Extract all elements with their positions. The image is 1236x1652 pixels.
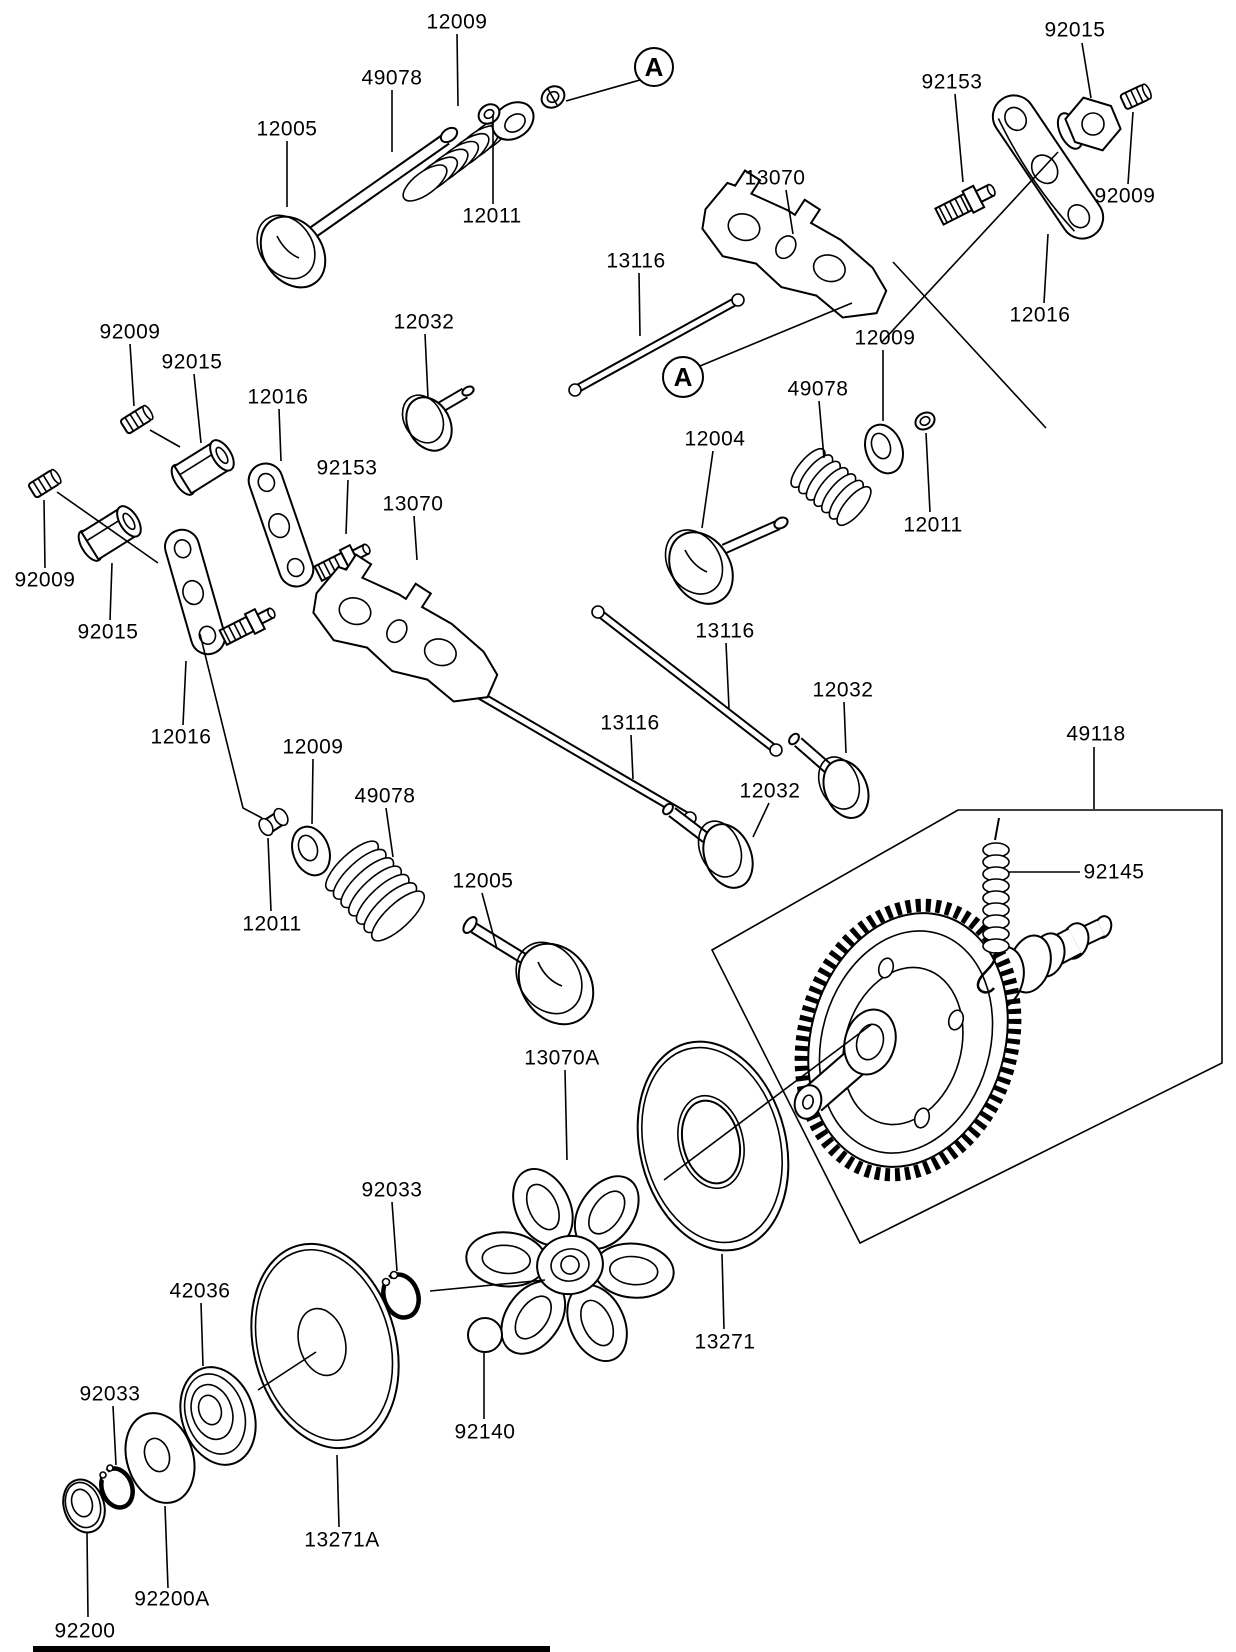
callout-12016-tr: 12016: [1009, 303, 1071, 327]
valve-collet-top: [477, 103, 501, 125]
detail-marker-a1-label: A: [645, 52, 664, 82]
governor-spring: [976, 817, 1010, 994]
callout-12011-right: 12011: [903, 513, 963, 537]
flat-washer-small: [62, 1478, 106, 1534]
callout-92009-l1: 92009: [99, 320, 161, 344]
rocker-arm-top-right: [991, 94, 1105, 240]
exhaust-valve-top: [256, 126, 459, 289]
callout-12032-top: 12032: [393, 310, 455, 334]
cam-gear: [793, 898, 1022, 1182]
callout-13116-top: 13116: [606, 249, 666, 273]
drive-disc: [250, 1242, 400, 1450]
set-screw-left-2: [28, 468, 62, 499]
valve-collet-right: [914, 411, 936, 431]
set-screw-left-1: [120, 404, 154, 435]
callout-12004-intake: 12004: [684, 427, 746, 451]
callout-49078-exh-top: 49078: [361, 66, 423, 90]
callout-12005-ll: 12005: [452, 869, 514, 893]
callout-12005-exh-top: 12005: [256, 117, 318, 141]
exhaust-valve-lower: [462, 916, 595, 1026]
callout-49078-right: 49078: [787, 377, 849, 401]
callout-12032-mid-a: 12032: [812, 678, 874, 702]
rocker-arm-left-1: [247, 462, 315, 588]
tappet-top: [401, 385, 475, 452]
pivot-nut-left-1: [170, 439, 235, 496]
snap-ring-lower: [97, 1464, 135, 1510]
tappet-lower: [662, 802, 754, 889]
pivot-nut-left-2: [77, 505, 142, 562]
callout-12011-ll: 12011: [242, 912, 302, 936]
steel-ball: [467, 1317, 503, 1353]
callout-12009-right: 12009: [854, 326, 916, 350]
collet-detail-part: [540, 85, 566, 109]
spring-seat-cup: [179, 1366, 257, 1466]
spring-retainer-lower: [291, 825, 331, 877]
push-rod-middle: [591, 605, 783, 757]
valve-spring-lower: [325, 840, 425, 942]
callout-92033-b: 92033: [79, 1382, 141, 1406]
callout-13070-top: 13070: [744, 166, 806, 190]
callout-92200: 92200: [54, 1619, 116, 1643]
callout-49118: 49118: [1066, 722, 1126, 746]
callout-13271: 13271: [694, 1330, 756, 1354]
callout-13116-mid-a: 13116: [695, 619, 755, 643]
detail-marker-a2: A: [662, 356, 704, 398]
callout-92153-tr: 92153: [921, 70, 983, 94]
callout-13070a: 13070A: [524, 1046, 600, 1070]
callout-12011-exh-top: 12011: [462, 204, 522, 228]
adjuster-screw-top-right: [934, 183, 996, 226]
push-rod-top: [568, 293, 745, 397]
adjuster-screw-left-2: [218, 607, 276, 647]
callout-12016-l1: 12016: [247, 385, 309, 409]
governor-star-plate: [465, 1168, 675, 1362]
callout-92200a: 92200A: [134, 1587, 210, 1611]
callout-42036: 42036: [169, 1279, 231, 1303]
callout-92033-a: 92033: [361, 1178, 423, 1202]
callout-12009-exh-top: 12009: [426, 10, 488, 34]
callout-92015-l2: 92015: [77, 620, 139, 644]
set-screw-top-right: [1119, 83, 1152, 110]
callout-92140: 92140: [454, 1420, 516, 1444]
governor-disc: [636, 1040, 790, 1252]
callout-92145: 92145: [1083, 860, 1145, 884]
callout-12009-ll: 12009: [282, 735, 344, 759]
callout-13070-left: 13070: [382, 492, 444, 516]
tappet-middle: [788, 732, 870, 819]
callout-12032-mid-b: 12032: [739, 779, 801, 803]
detail-marker-a1: A: [634, 47, 674, 87]
flat-washer-large: [124, 1412, 196, 1504]
callout-13271a: 13271A: [304, 1528, 380, 1552]
camshaft-assembly-box: [710, 809, 1223, 1245]
callout-12016-l2: 12016: [150, 725, 212, 749]
valve-bushing-lower: [258, 807, 289, 837]
callout-92153-l1: 92153: [316, 456, 378, 480]
intake-valve: [664, 516, 789, 605]
callout-13116-mid-b: 13116: [600, 711, 660, 735]
callout-92015-l1: 92015: [161, 350, 223, 374]
pivot-nut-top-right: [1056, 96, 1122, 152]
spring-retainer-top: [491, 101, 535, 141]
callout-92009-tr: 92009: [1094, 184, 1156, 208]
spring-retainer-right: [864, 423, 904, 475]
valve-spring-right: [790, 447, 872, 527]
valve-spring-top: [402, 117, 511, 202]
callout-49078-ll: 49078: [354, 784, 416, 808]
callout-92009-l2: 92009: [14, 568, 76, 592]
guide-plate-left: [312, 553, 499, 703]
leader-lines: [43, 33, 1134, 1618]
push-rod-lower: [457, 679, 697, 825]
guide-plate-top: [701, 169, 888, 319]
callout-92015-tr: 92015: [1044, 18, 1106, 42]
rocker-arm-left-2: [164, 528, 226, 656]
detail-marker-a2-label: A: [674, 362, 693, 392]
page-edge-bar: [33, 1646, 550, 1652]
